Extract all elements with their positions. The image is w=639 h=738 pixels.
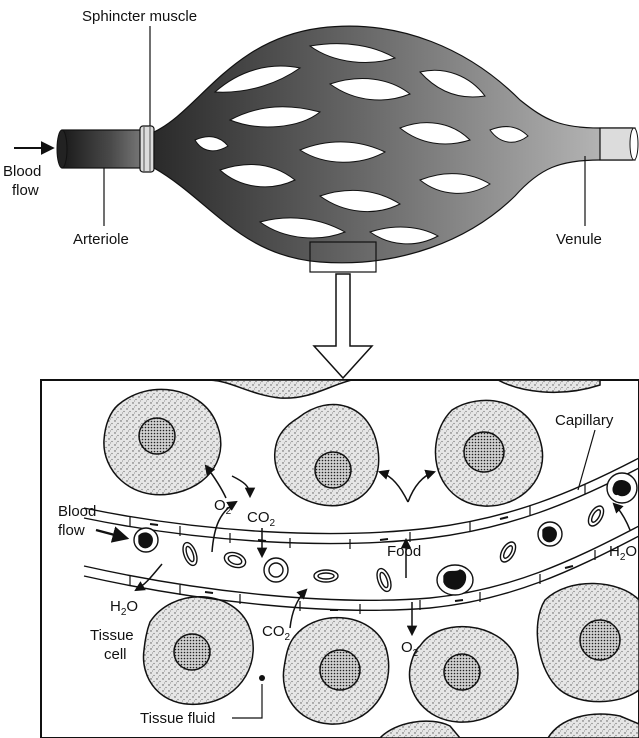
sphincter-muscle [140, 126, 154, 172]
tissue-cell-label-line1: Tissue [90, 627, 134, 644]
venule-label: Venule [556, 231, 602, 248]
tissue-fluid-label: Tissue fluid [140, 710, 215, 727]
capillary-bed-illustration [57, 26, 638, 272]
food-label: Food [387, 543, 421, 560]
blood-flow-label-line1: Blood [3, 163, 41, 180]
detail-blood-flow-label-line1: Blood [58, 503, 96, 520]
capillary-label: Capillary [555, 412, 614, 429]
tissue-detail-panel [41, 380, 639, 738]
sphincter-muscle-label: Sphincter muscle [82, 8, 197, 25]
tissue-cell-label-line2: cell [104, 646, 127, 663]
blood-flow-label-line2: flow [12, 182, 39, 199]
arteriole-label: Arteriole [73, 231, 129, 248]
zoom-arrow-icon [314, 274, 372, 378]
detail-blood-flow-label-line2: flow [58, 522, 85, 539]
arteriole-vessel [62, 130, 144, 168]
tissue-fluid-dot [259, 675, 265, 681]
